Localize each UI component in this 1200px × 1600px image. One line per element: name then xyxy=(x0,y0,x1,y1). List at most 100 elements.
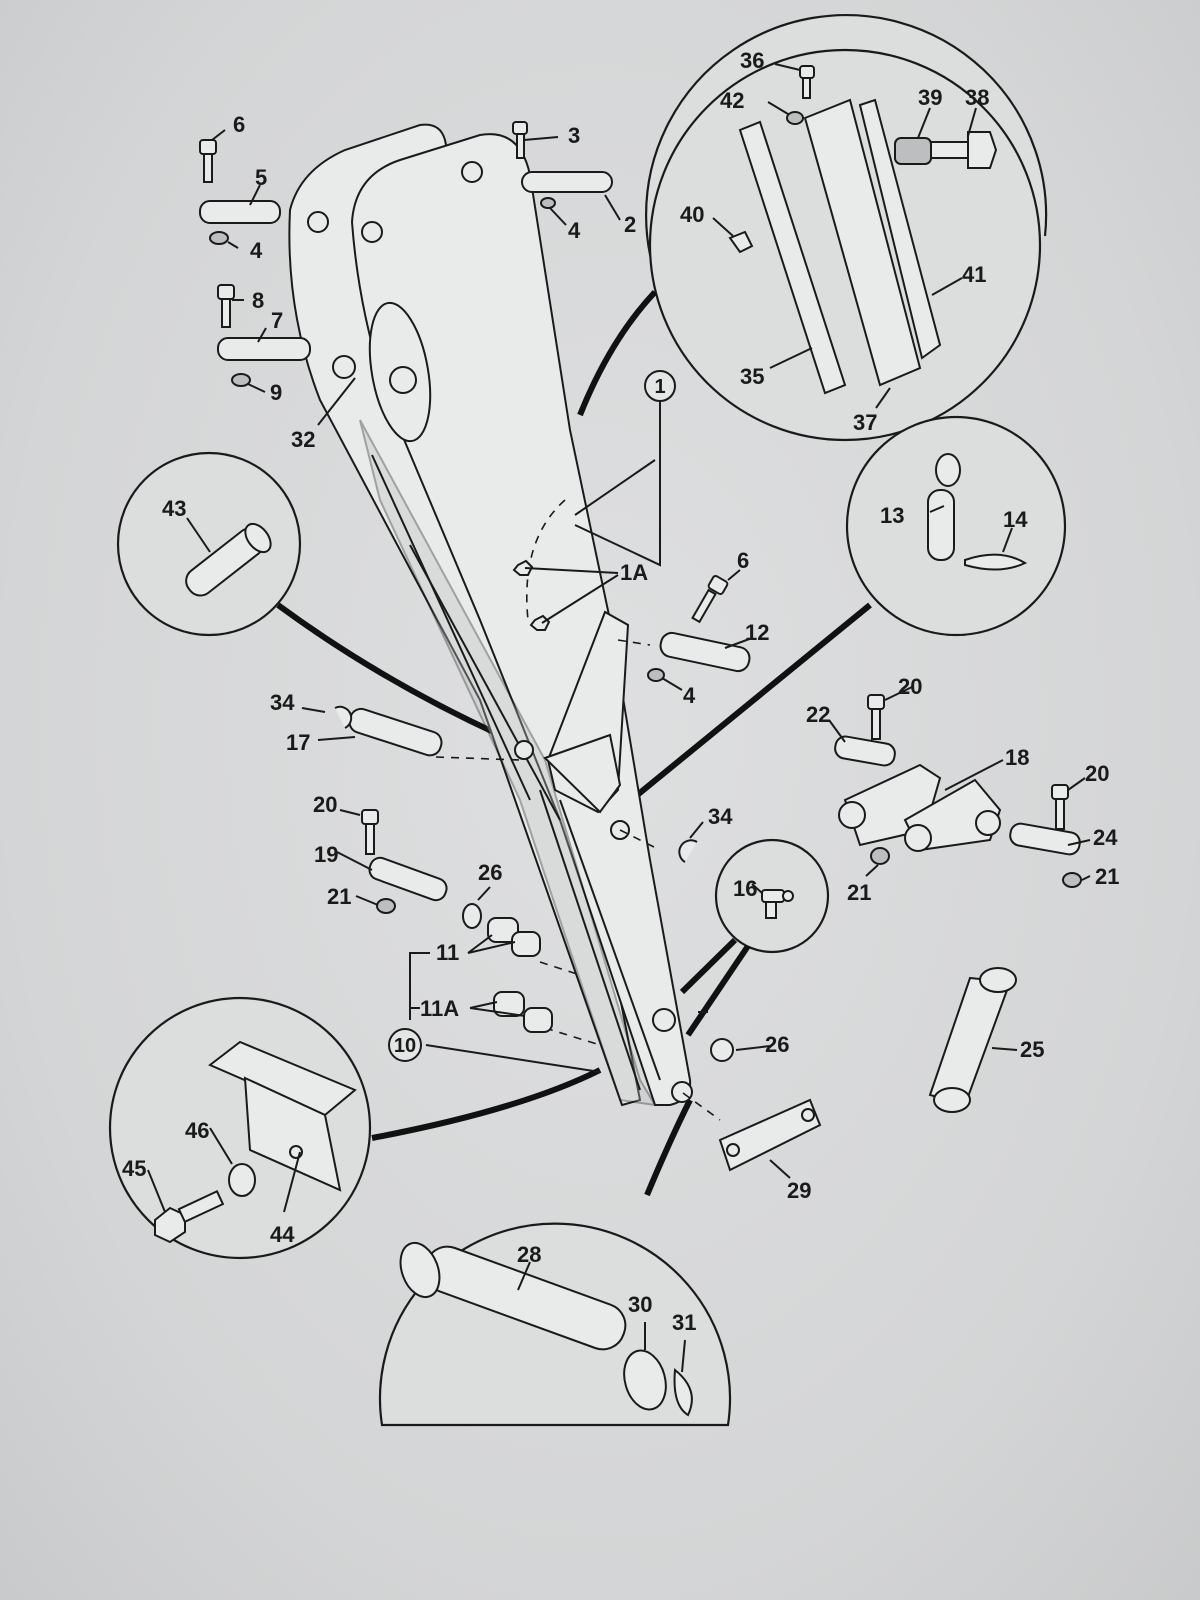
washer-46 xyxy=(228,1163,256,1197)
callout-41: 41 xyxy=(962,262,986,287)
callout-22: 22 xyxy=(806,702,830,727)
callout-26-right: 26 xyxy=(765,1032,789,1057)
washer-26-left xyxy=(462,903,482,929)
bolt-8 xyxy=(217,284,235,328)
callout-45: 45 xyxy=(122,1156,146,1181)
callout-6-top: 6 xyxy=(233,112,245,137)
leader-lines xyxy=(147,63,1091,1373)
callout-30: 30 xyxy=(628,1292,652,1317)
callout-46: 46 xyxy=(185,1118,209,1143)
callout-circle-10 xyxy=(388,1028,422,1062)
callout-32: 32 xyxy=(291,427,315,452)
callout-44: 44 xyxy=(270,1222,295,1247)
bolt-20-right xyxy=(1051,784,1069,830)
leader-grease-a xyxy=(679,937,738,995)
callout-35: 35 xyxy=(740,364,764,389)
leader-lock-pin xyxy=(623,602,872,808)
lock-pin-13 xyxy=(927,453,961,561)
grease-fitting-16 xyxy=(761,889,794,919)
detail-circle-lock-pin xyxy=(845,415,1067,637)
linkage-18 xyxy=(838,763,1002,852)
nut-21-right xyxy=(1062,872,1082,888)
callout-19: 19 xyxy=(314,842,338,867)
callout-20-mid: 20 xyxy=(898,674,922,699)
washer-30 xyxy=(623,1349,667,1411)
pin-12 xyxy=(659,631,751,673)
wear-pad-35 xyxy=(738,120,847,395)
bracket-44 xyxy=(208,1040,357,1192)
nut-21-left xyxy=(376,898,396,914)
callout-17: 17 xyxy=(286,730,310,755)
callout-25: 25 xyxy=(1020,1037,1044,1062)
callout-14: 14 xyxy=(1003,507,1028,532)
callout-4-left: 4 xyxy=(250,238,263,263)
leader-pin-28 xyxy=(644,1098,693,1197)
callout-39: 39 xyxy=(918,85,942,110)
detail-circle-pin-43 xyxy=(116,451,302,637)
bolt-3 xyxy=(512,121,528,159)
callout-5: 5 xyxy=(255,165,267,190)
wear-pad-41 xyxy=(858,98,942,360)
callout-43: 43 xyxy=(162,496,186,521)
nut-21-mid xyxy=(870,847,890,865)
callout-20-left: 20 xyxy=(313,792,337,817)
callout-40: 40 xyxy=(680,202,704,227)
wear-pad-37 xyxy=(803,98,922,387)
callout-8: 8 xyxy=(252,288,264,313)
callout-26-left: 26 xyxy=(478,860,502,885)
clip-14 xyxy=(964,553,1028,571)
callout-36: 36 xyxy=(740,48,764,73)
callout-2: 2 xyxy=(624,212,636,237)
callout-18: 18 xyxy=(1005,745,1029,770)
leader-grease-b xyxy=(685,944,751,1037)
callout-24: 24 xyxy=(1093,825,1118,850)
callout-29: 29 xyxy=(787,1178,811,1203)
callout-16: 16 xyxy=(733,876,757,901)
pin-5 xyxy=(199,200,281,224)
detail-circle-bracket xyxy=(108,996,372,1260)
pin-19 xyxy=(368,856,448,902)
nut-1a-upper xyxy=(512,559,534,576)
callout-11: 11 xyxy=(436,940,459,965)
leader-bracket xyxy=(371,1067,602,1141)
bushing-11a-b xyxy=(523,1007,553,1033)
bolt-6-mid xyxy=(691,575,729,624)
callout-31: 31 xyxy=(672,1310,696,1335)
bolt-20-left xyxy=(361,809,379,855)
nut-4-left xyxy=(209,231,229,245)
callout-28: 28 xyxy=(517,1242,541,1267)
callout-9: 9 xyxy=(270,380,282,405)
callout-labels: 1 1A 2 3 4 4 4 5 6 6 7 8 9 10 11 11A 12 … xyxy=(122,48,1119,1335)
callout-12: 12 xyxy=(745,620,769,645)
washer-26-right xyxy=(710,1038,734,1062)
link-25 xyxy=(928,967,1017,1113)
pin-22 xyxy=(834,735,896,767)
callout-10: 10 xyxy=(394,1035,416,1057)
nut-1a-lower xyxy=(529,614,551,631)
pin-24 xyxy=(1009,822,1081,856)
nut-4-top xyxy=(540,197,556,209)
bolt-45 xyxy=(154,1190,225,1244)
callout-1a: 1A xyxy=(620,560,648,585)
dipper-arm xyxy=(288,123,693,1107)
screw-36 xyxy=(799,65,815,99)
bolt-6-top xyxy=(199,139,217,183)
washer-42 xyxy=(786,111,804,125)
callout-13: 13 xyxy=(880,503,904,528)
plate-29 xyxy=(718,1098,822,1172)
callout-4-mid: 4 xyxy=(683,683,696,708)
pin-2 xyxy=(521,171,613,193)
callout-circle-1 xyxy=(644,370,676,402)
callout-20-right: 20 xyxy=(1085,761,1109,786)
callout-42: 42 xyxy=(720,88,744,113)
callout-1: 1 xyxy=(654,376,665,398)
spring-39 xyxy=(894,137,932,165)
ring-34-left xyxy=(334,705,353,729)
bushing-11-a xyxy=(487,917,519,943)
bolt-20-mid xyxy=(867,694,885,740)
ring-34-right xyxy=(678,839,698,863)
clip-40 xyxy=(728,230,754,254)
pin-28 xyxy=(399,1241,627,1351)
